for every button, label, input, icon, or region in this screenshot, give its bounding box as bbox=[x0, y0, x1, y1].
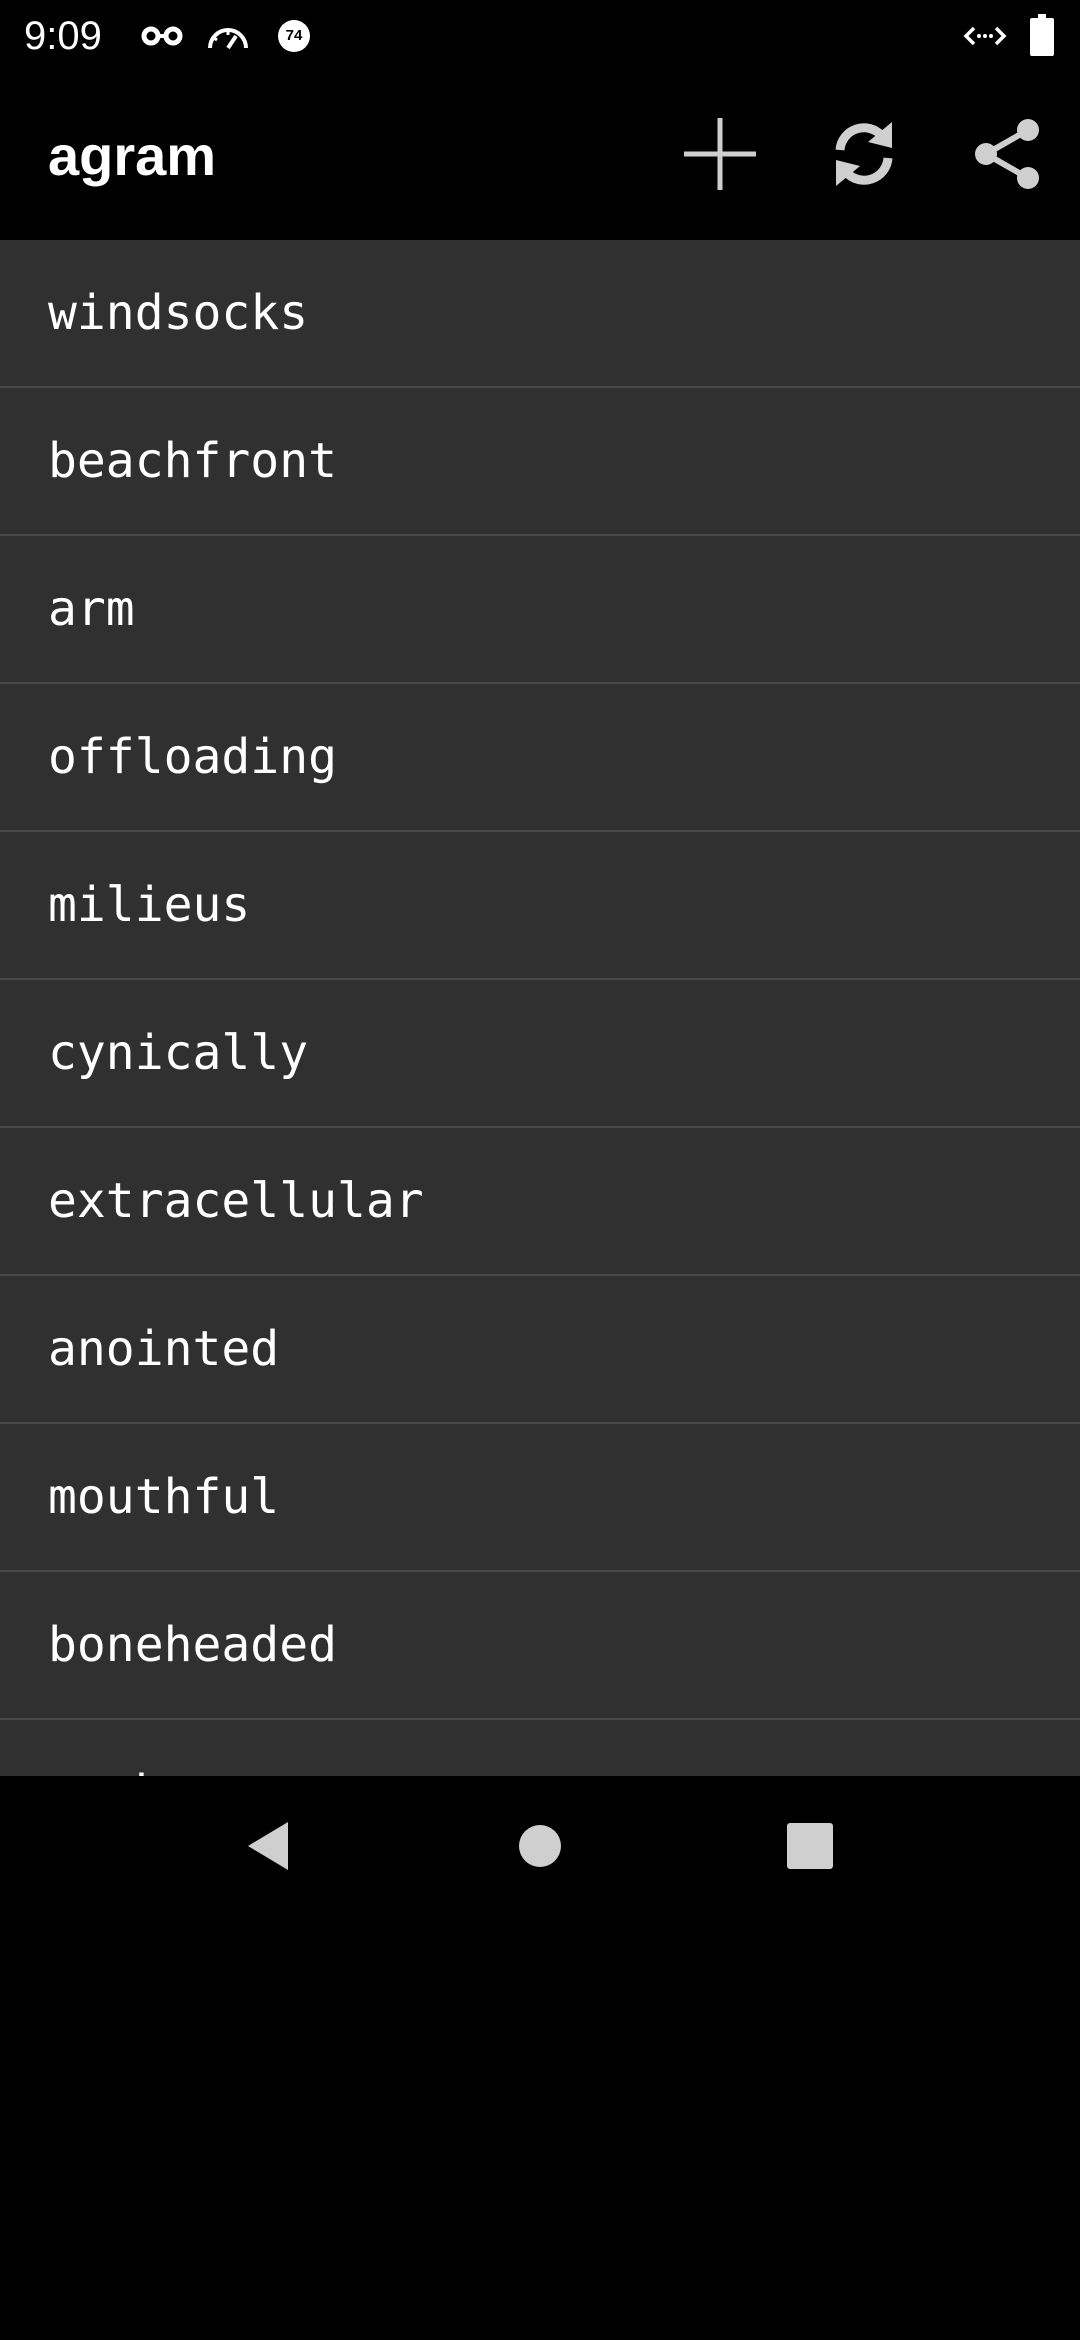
battery-icon bbox=[1030, 14, 1054, 56]
app-title: agram bbox=[48, 124, 217, 187]
speedometer-icon bbox=[204, 18, 252, 54]
share-button[interactable] bbox=[960, 108, 1056, 204]
code-icon bbox=[962, 18, 1008, 54]
navigation-bar bbox=[0, 1776, 1080, 1920]
list-item[interactable]: arm bbox=[0, 536, 1080, 684]
recents-button[interactable] bbox=[762, 1800, 858, 1896]
list-item[interactable]: windsocks bbox=[0, 240, 1080, 388]
app-bar: agram bbox=[0, 72, 1080, 240]
share-icon bbox=[970, 116, 1046, 197]
badge-74-icon bbox=[276, 18, 312, 54]
list-item[interactable]: anointed bbox=[0, 1276, 1080, 1424]
list-item[interactable]: boneheaded bbox=[0, 1572, 1080, 1720]
list-item[interactable]: extracellular bbox=[0, 1128, 1080, 1276]
list-item[interactable]: milieus bbox=[0, 832, 1080, 980]
word-list[interactable]: windsocks beachfront arm offloading mili… bbox=[0, 240, 1080, 1776]
status-time: 9:09 bbox=[24, 14, 102, 58]
refresh-button[interactable] bbox=[816, 108, 912, 204]
list-item[interactable]: rugby bbox=[0, 1720, 1080, 1776]
list-item[interactable]: offloading bbox=[0, 684, 1080, 832]
back-icon bbox=[244, 1820, 292, 1877]
list-item[interactable]: cynically bbox=[0, 980, 1080, 1128]
status-bar: 9:09 74 bbox=[0, 0, 1080, 72]
home-icon bbox=[518, 1824, 562, 1873]
home-button[interactable] bbox=[492, 1800, 588, 1896]
add-icon bbox=[682, 116, 758, 197]
list-item[interactable]: mouthful bbox=[0, 1424, 1080, 1572]
add-button[interactable] bbox=[672, 108, 768, 204]
badge-number: 74 bbox=[285, 27, 303, 44]
list-item[interactable]: beachfront bbox=[0, 388, 1080, 536]
refresh-icon bbox=[826, 116, 902, 197]
recents-icon bbox=[787, 1822, 833, 1874]
back-button[interactable] bbox=[220, 1800, 316, 1896]
incognito-icon bbox=[140, 18, 184, 54]
